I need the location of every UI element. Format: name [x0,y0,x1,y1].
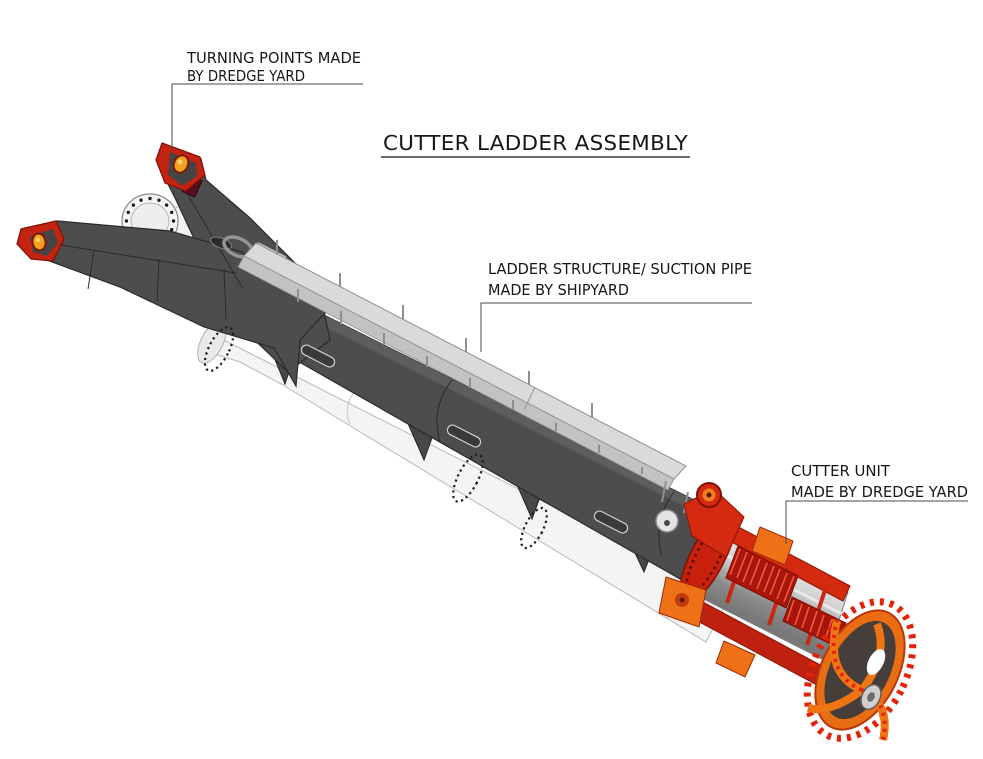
cutter-hub [860,683,882,711]
walkway-far-stanchions [276,240,593,418]
turning-point-upper [155,142,206,192]
leader-cutter-unit [785,500,968,544]
label-ladder-structure-line1: LADDER STRUCTURE/ SUCTION PIPE [488,260,752,278]
label-ladder-structure-line2: MADE BY SHIPYARD [488,281,629,299]
leader-turning-points [171,83,363,150]
turning-point-left [16,220,65,262]
hoist-block [751,526,794,566]
label-cutter-unit-line1: CUTTER UNIT [791,462,890,480]
side-trunnion [658,576,707,628]
beam-padeye [655,509,679,533]
cutter-roller-bracket [683,482,745,558]
pipe-flange-joints [203,326,548,550]
leader-ladder-structure [480,302,752,352]
turning-pin-left [31,232,47,252]
label-cutter-unit-line2: MADE BY DREDGE YARD [791,483,968,501]
a-frame-facet-lines [47,175,244,321]
beam-details [203,326,679,557]
annotations: TURNING POINTS MADE BY DREDGE YARD CUTTE… [171,49,968,544]
grating-panel-upper [725,545,799,609]
access-oval-handles [300,344,629,534]
cutter-unit [658,482,917,742]
page-title: CUTTER LADDER ASSEMBLY [383,131,688,155]
label-turning-points-line2: BY DREDGE YARD [187,67,305,85]
bottom-bracket [715,640,756,678]
label-turning-points-line1: TURNING POINTS MADE [186,49,361,67]
walkway [237,240,687,491]
